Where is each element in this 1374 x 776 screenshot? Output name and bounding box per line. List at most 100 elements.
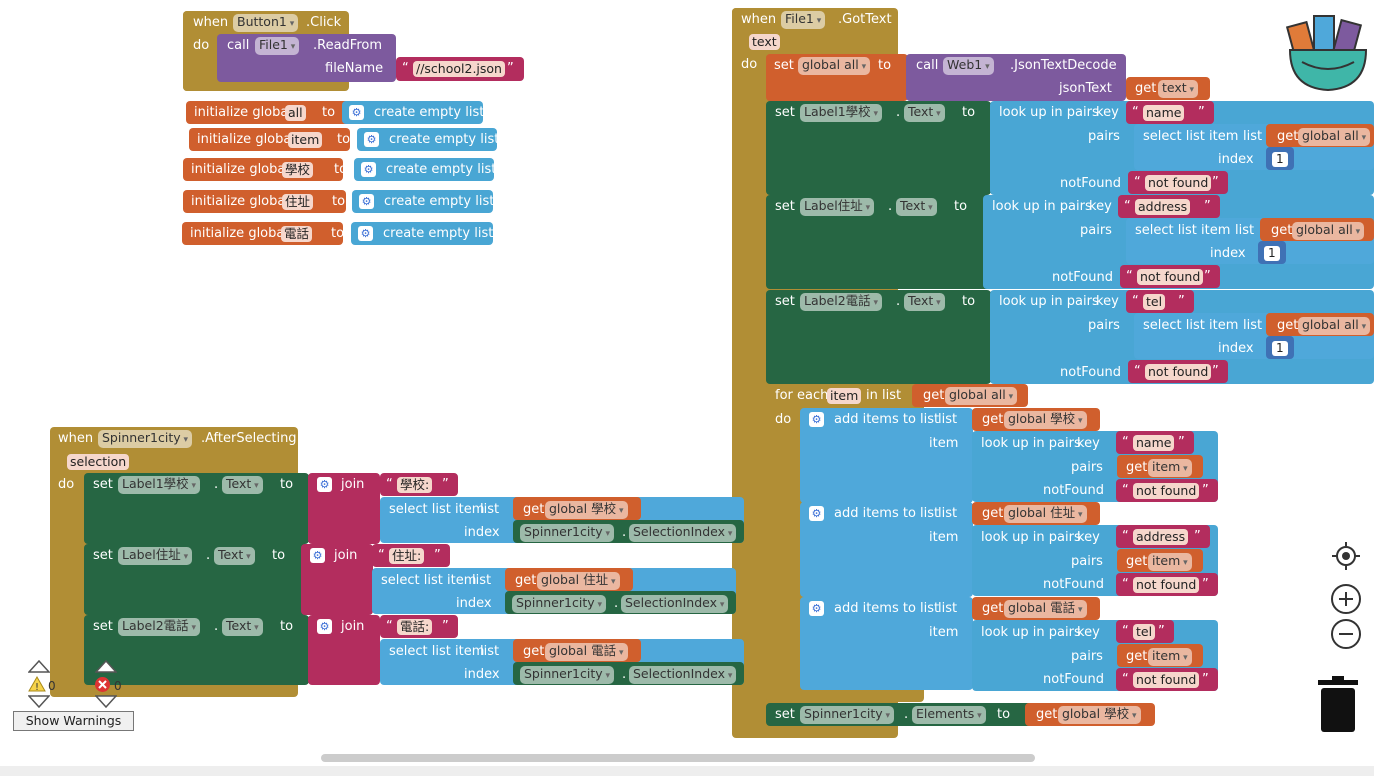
error-down-arrow-icon[interactable] xyxy=(95,695,117,709)
warning-up-arrow-icon[interactable] xyxy=(28,659,50,673)
number-value[interactable]: 1 xyxy=(1272,152,1288,167)
global-name-field[interactable]: item xyxy=(288,132,323,148)
text-value[interactable]: 學校: xyxy=(397,477,433,493)
variable-dropdown[interactable]: global 學校 xyxy=(1004,411,1087,429)
component-dropdown[interactable]: Spinner1city xyxy=(800,706,895,724)
mutator-gear-icon[interactable]: ⚙ xyxy=(809,601,824,616)
component-dropdown[interactable]: Label1學校 xyxy=(800,104,883,122)
text-value[interactable]: not found xyxy=(1133,672,1200,688)
variable-dropdown[interactable]: global all xyxy=(1298,128,1371,146)
component-dropdown[interactable]: Label住址 xyxy=(118,547,193,565)
mutator-gear-icon[interactable]: ⚙ xyxy=(809,412,824,427)
component-dropdown[interactable]: File1 xyxy=(255,37,300,55)
component-dropdown[interactable]: Spinner1city xyxy=(520,524,615,542)
text-value[interactable]: not found xyxy=(1145,364,1212,380)
component-dropdown[interactable]: Web1 xyxy=(943,57,994,75)
variable-dropdown[interactable]: global all xyxy=(798,57,871,75)
text-value[interactable]: not found xyxy=(1133,577,1200,593)
component-dropdown[interactable]: Label2電話 xyxy=(118,618,201,636)
global-name-field[interactable]: all xyxy=(285,105,306,121)
text-value[interactable]: name xyxy=(1133,435,1175,451)
component-dropdown[interactable]: Spinner1city xyxy=(98,430,193,448)
text-value[interactable]: address xyxy=(1135,199,1191,215)
file-readfrom-call-block[interactable] xyxy=(217,34,396,82)
property-dropdown[interactable]: Text xyxy=(222,618,263,636)
variable-dropdown[interactable]: item xyxy=(1148,459,1192,477)
variable-dropdown[interactable]: global 電話 xyxy=(545,643,628,661)
create-empty-list-block[interactable] xyxy=(342,101,483,124)
property-dropdown[interactable]: SelectionIndex xyxy=(621,595,729,613)
property-dropdown[interactable]: Text xyxy=(904,293,945,311)
component-dropdown[interactable]: Spinner1city xyxy=(512,595,607,613)
text-value[interactable]: tel xyxy=(1133,624,1156,640)
variable-dropdown[interactable]: global all xyxy=(945,387,1018,405)
variable-dropdown[interactable]: global 電話 xyxy=(1004,600,1087,618)
create-empty-list-block[interactable] xyxy=(354,158,494,181)
text-value[interactable]: //school2.json xyxy=(413,61,505,77)
backpack-icon[interactable] xyxy=(1284,10,1374,94)
event-param[interactable]: text xyxy=(749,34,780,50)
trash-icon[interactable] xyxy=(1316,676,1360,732)
text-value[interactable]: 住址: xyxy=(389,548,425,564)
text-value[interactable]: 電話: xyxy=(397,619,433,635)
component-dropdown[interactable]: Label2電話 xyxy=(800,293,883,311)
mutator-gear-icon[interactable]: ⚙ xyxy=(364,132,379,147)
text-value[interactable]: tel xyxy=(1143,294,1166,310)
variable-dropdown[interactable]: text xyxy=(1158,80,1199,98)
variable-dropdown[interactable]: global 學校 xyxy=(545,501,628,519)
mutator-gear-icon[interactable]: ⚙ xyxy=(809,506,824,521)
number-value[interactable]: 1 xyxy=(1264,246,1280,261)
property-dropdown[interactable]: Text xyxy=(222,476,263,494)
text-value[interactable]: address xyxy=(1133,529,1189,545)
show-warnings-button[interactable]: Show Warnings xyxy=(13,711,134,731)
text-value[interactable]: not found xyxy=(1145,175,1212,191)
text-value[interactable]: name xyxy=(1143,105,1185,121)
variable-dropdown[interactable]: item xyxy=(1148,648,1192,666)
zoom-out-icon[interactable] xyxy=(1330,618,1362,650)
mutator-gear-icon[interactable]: ⚙ xyxy=(359,194,374,209)
variable-dropdown[interactable]: global 住址 xyxy=(537,572,620,590)
global-name-field[interactable]: 住址 xyxy=(282,194,314,210)
variable-dropdown[interactable]: global all xyxy=(1292,222,1365,240)
add-items-to-list-block[interactable] xyxy=(800,502,973,597)
property-dropdown[interactable]: Text xyxy=(896,198,937,216)
mutator-gear-icon[interactable]: ⚙ xyxy=(358,226,373,241)
variable-dropdown[interactable]: global 住址 xyxy=(1004,505,1087,523)
horizontal-scrollbar-thumb[interactable] xyxy=(321,754,1035,762)
mutator-gear-icon[interactable]: ⚙ xyxy=(310,548,325,563)
initialize-global-block[interactable] xyxy=(186,101,356,124)
center-icon[interactable] xyxy=(1331,541,1361,571)
zoom-in-icon[interactable] xyxy=(1330,583,1362,615)
variable-dropdown[interactable]: global 學校 xyxy=(1058,706,1141,724)
warning-down-arrow-icon[interactable] xyxy=(28,695,50,709)
event-param[interactable]: selection xyxy=(67,454,130,470)
mutator-gear-icon[interactable]: ⚙ xyxy=(349,105,364,120)
property-dropdown[interactable]: SelectionIndex xyxy=(629,524,737,542)
variable-dropdown[interactable]: global all xyxy=(1298,317,1371,335)
text-value[interactable]: not found xyxy=(1137,269,1204,285)
global-name-field[interactable]: 電話 xyxy=(281,226,313,242)
add-items-to-list-block[interactable] xyxy=(800,597,973,690)
component-dropdown[interactable]: File1 xyxy=(781,11,826,29)
add-items-to-list-block[interactable] xyxy=(800,408,973,503)
number-value[interactable]: 1 xyxy=(1272,341,1288,356)
property-dropdown[interactable]: Elements xyxy=(912,706,986,724)
component-dropdown[interactable]: Label1學校 xyxy=(118,476,201,494)
create-empty-list-block[interactable] xyxy=(351,222,493,245)
mutator-gear-icon[interactable]: ⚙ xyxy=(317,619,332,634)
text-value[interactable]: not found xyxy=(1133,483,1200,499)
variable-dropdown[interactable]: item xyxy=(1148,553,1192,571)
component-dropdown[interactable]: Spinner1city xyxy=(520,666,615,684)
mutator-gear-icon[interactable]: ⚙ xyxy=(361,162,376,177)
create-empty-list-block[interactable] xyxy=(357,128,497,151)
mutator-gear-icon[interactable]: ⚙ xyxy=(317,477,332,492)
global-name-field[interactable]: 學校 xyxy=(282,162,314,178)
component-dropdown[interactable]: Label住址 xyxy=(800,198,875,216)
property-dropdown[interactable]: Text xyxy=(904,104,945,122)
property-dropdown[interactable]: SelectionIndex xyxy=(629,666,737,684)
component-dropdown[interactable]: Button1 xyxy=(233,14,299,32)
create-empty-list-block[interactable] xyxy=(352,190,493,213)
property-dropdown[interactable]: Text xyxy=(214,547,255,565)
error-up-arrow-icon[interactable] xyxy=(95,659,117,673)
loop-variable[interactable]: item xyxy=(827,388,862,404)
